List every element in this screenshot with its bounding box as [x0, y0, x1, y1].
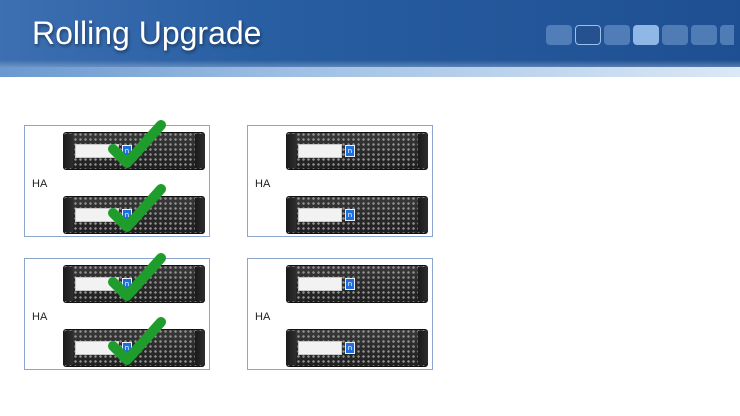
progress-segment-2 [575, 25, 601, 45]
header-stripe [0, 67, 740, 77]
ha-pair-1: HA n n [24, 120, 210, 237]
netapp-logo-icon: n [345, 342, 355, 354]
progress-segment-5 [662, 25, 688, 45]
storage-controller-icon: n [63, 329, 205, 367]
progress-segment-7 [720, 25, 734, 45]
green-checkmark-icon [108, 120, 166, 168]
ha-pair-3: HA n n [24, 253, 210, 370]
ha-pair-4: HA n n [247, 258, 433, 370]
netapp-logo-icon: n [345, 145, 355, 157]
slide-header: Rolling Upgrade [0, 0, 740, 77]
green-checkmark-icon [108, 184, 166, 232]
netapp-logo-icon: n [345, 209, 355, 221]
storage-controller-icon: n [63, 132, 205, 170]
controller-bezel [298, 277, 342, 291]
storage-controller-icon: n [286, 196, 428, 234]
controller-bezel [298, 341, 342, 355]
ha-pair-2: HA n n [247, 125, 433, 237]
controller-bezel [298, 208, 342, 222]
header-shine [0, 60, 740, 67]
ha-pair-label: HA [255, 178, 271, 190]
ha-pair-label: HA [32, 178, 48, 190]
progress-segment-3 [604, 25, 630, 45]
storage-controller-icon: n [286, 329, 428, 367]
ha-pair-label: HA [255, 311, 271, 323]
progress-indicator [546, 25, 734, 45]
controller-bezel [298, 144, 342, 158]
progress-segment-6 [691, 25, 717, 45]
netapp-logo-icon: n [345, 278, 355, 290]
slide-title: Rolling Upgrade [32, 15, 262, 51]
green-checkmark-icon [108, 253, 166, 301]
storage-controller-icon: n [286, 265, 428, 303]
progress-segment-4 [633, 25, 659, 45]
ha-pair-label: HA [32, 311, 48, 323]
green-checkmark-icon [108, 317, 166, 365]
progress-segment-1 [546, 25, 572, 45]
storage-controller-icon: n [286, 132, 428, 170]
